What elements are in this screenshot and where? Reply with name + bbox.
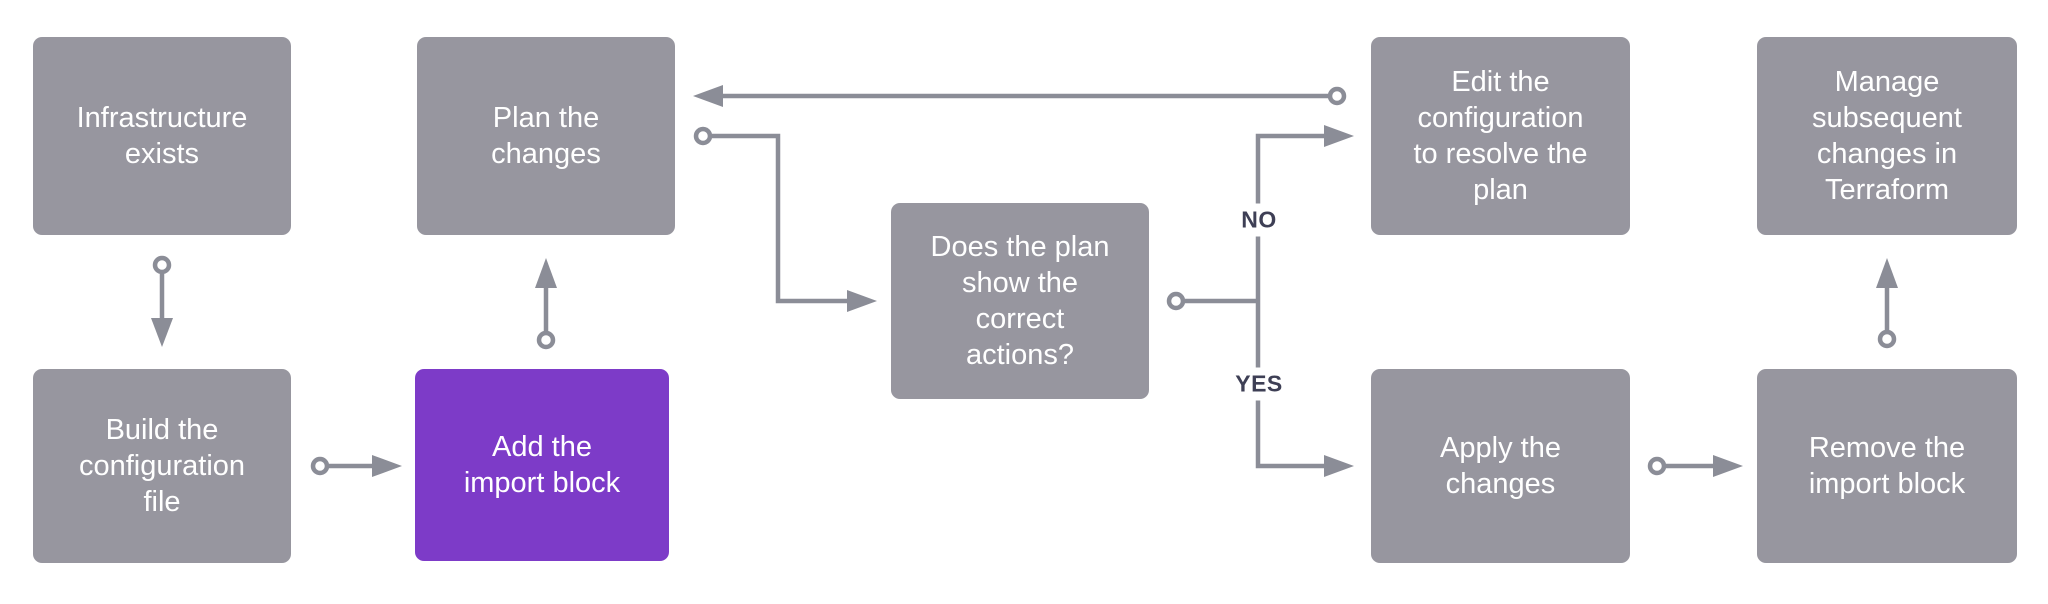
node-remove-the-import-block: Remove the import block <box>1757 369 2017 563</box>
connector-tail-dot-icon <box>1647 456 1667 476</box>
arrowhead-up-icon <box>535 258 557 288</box>
node-build-the-configuration-file: Build the configuration file <box>33 369 291 563</box>
connector-tail-dot-icon <box>1166 291 1186 311</box>
arrowhead-left-icon <box>693 85 723 107</box>
connector-decision-branch-stem <box>1166 291 1258 311</box>
branch-label-yes: YES <box>1230 367 1288 401</box>
connector-infrastructure-to-build <box>151 255 173 347</box>
arrowhead-right-icon <box>1324 455 1354 477</box>
arrowhead-right-icon <box>847 290 877 312</box>
connector-tail-dot-icon <box>310 456 330 476</box>
connector-apply-to-remove <box>1647 455 1743 477</box>
connector-tail-dot-icon <box>1877 329 1897 349</box>
connector-tail-dot-icon <box>536 330 556 350</box>
node-add-the-import-block: Add the import block <box>415 369 669 561</box>
node-apply-the-changes: Apply the changes <box>1371 369 1630 563</box>
node-infrastructure-exists: Infrastructure exists <box>33 37 291 235</box>
connector-plan-to-decision <box>693 126 877 312</box>
connector-decision-no-yes-branch <box>1255 125 1354 477</box>
connector-build-to-add-import <box>310 455 402 477</box>
connector-tail-dot-icon <box>1327 86 1347 106</box>
branch-label-no: NO <box>1236 203 1282 237</box>
arrowhead-down-icon <box>151 318 173 347</box>
node-plan-the-changes: Plan the changes <box>417 37 675 235</box>
connector-tail-dot-icon <box>152 255 172 275</box>
node-does-plan-show-correct-actions: Does the plan show the correct actions? <box>891 203 1149 399</box>
arrowhead-right-icon <box>1713 455 1743 477</box>
node-edit-the-configuration: Edit the configuration to resolve the pl… <box>1371 37 1630 235</box>
connector-tail-dot-icon <box>693 126 713 146</box>
node-manage-subsequent-changes: Manage subsequent changes in Terraform <box>1757 37 2017 235</box>
arrowhead-right-icon <box>1324 125 1354 147</box>
arrowhead-up-icon <box>1876 258 1898 288</box>
connector-add-import-to-plan <box>535 258 557 350</box>
connector-remove-to-manage <box>1876 258 1898 349</box>
arrowhead-right-icon <box>372 455 402 477</box>
connector-edit-feedback-to-plan <box>693 85 1347 107</box>
